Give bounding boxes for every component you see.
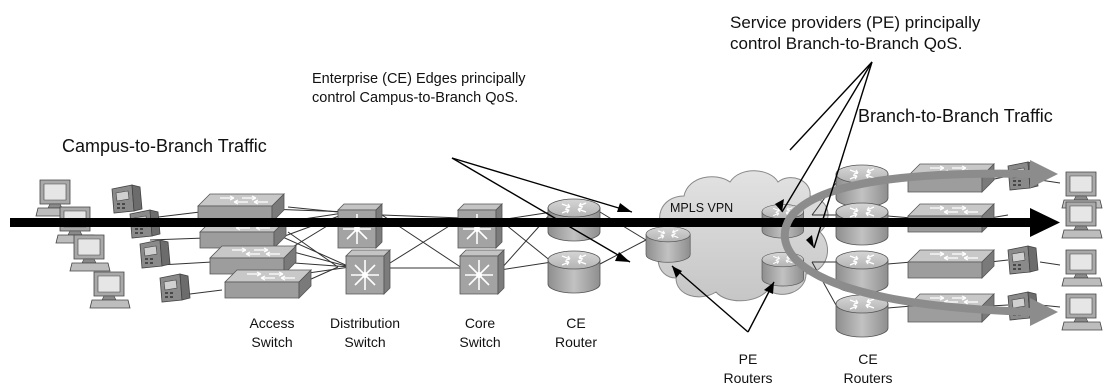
ip-phone-icon — [1007, 245, 1039, 275]
service-provider-annotation-line2: control Branch-to-Branch QoS. — [730, 34, 963, 53]
ip-phone-icon — [159, 273, 191, 303]
campus-to-branch-arrow — [10, 208, 1060, 237]
mpls-vpn-label: MPLS VPN — [670, 201, 733, 215]
pc-icon — [1061, 249, 1103, 287]
distribution-switch-icon — [345, 249, 391, 295]
pc-icon — [1061, 201, 1103, 239]
access-switch-icon — [224, 269, 312, 299]
access-switch-label: Access Switch — [249, 315, 295, 350]
distribution-switch-label: Distribution Switch — [329, 315, 401, 350]
campus-endpoints — [35, 179, 191, 309]
ce-router-icon — [547, 250, 601, 294]
service-provider-annotation-line1: Service providers (PE) principally — [730, 13, 981, 32]
core-switches — [457, 203, 505, 295]
branch-to-branch-title: Branch-to-Branch Traffic — [858, 106, 1053, 126]
ce-router-icon — [835, 294, 889, 338]
enterprise-annotation: Enterprise (CE) Edges principally contro… — [312, 70, 526, 108]
pe-routers-label: PE Routers — [723, 351, 773, 386]
branch-switches — [907, 163, 995, 323]
pe-router-icon — [645, 225, 691, 263]
core-switch-icon — [459, 249, 505, 295]
ce-router-pair — [547, 198, 601, 294]
branch-endpoints — [1007, 161, 1103, 331]
campus-to-branch-title: Campus-to-Branch Traffic — [62, 136, 267, 156]
ce-router-label: CE Router — [554, 315, 598, 350]
callout-arrowheads — [615, 199, 814, 294]
service-provider-annotation: Service providers (PE) principally contr… — [730, 12, 980, 54]
pc-icon — [89, 271, 131, 309]
branch-switch-icon — [907, 249, 995, 279]
enterprise-annotation-line2: control Campus-to-Branch QoS. — [312, 90, 519, 106]
ip-phone-icon — [139, 239, 171, 269]
pc-icon — [69, 234, 111, 272]
enterprise-annotation-line1: Enterprise (CE) Edges principally — [312, 71, 526, 87]
access-switch-icon — [197, 193, 285, 223]
pc-icon — [1061, 293, 1103, 331]
callout-lines — [451, 61, 873, 333]
ip-phone-icon — [111, 184, 143, 214]
distribution-switches — [337, 203, 391, 295]
ce-routers-label: CE Routers — [843, 351, 893, 386]
branch-to-branch-arrow — [780, 160, 1058, 326]
core-switch-label: Core Switch — [459, 315, 501, 350]
